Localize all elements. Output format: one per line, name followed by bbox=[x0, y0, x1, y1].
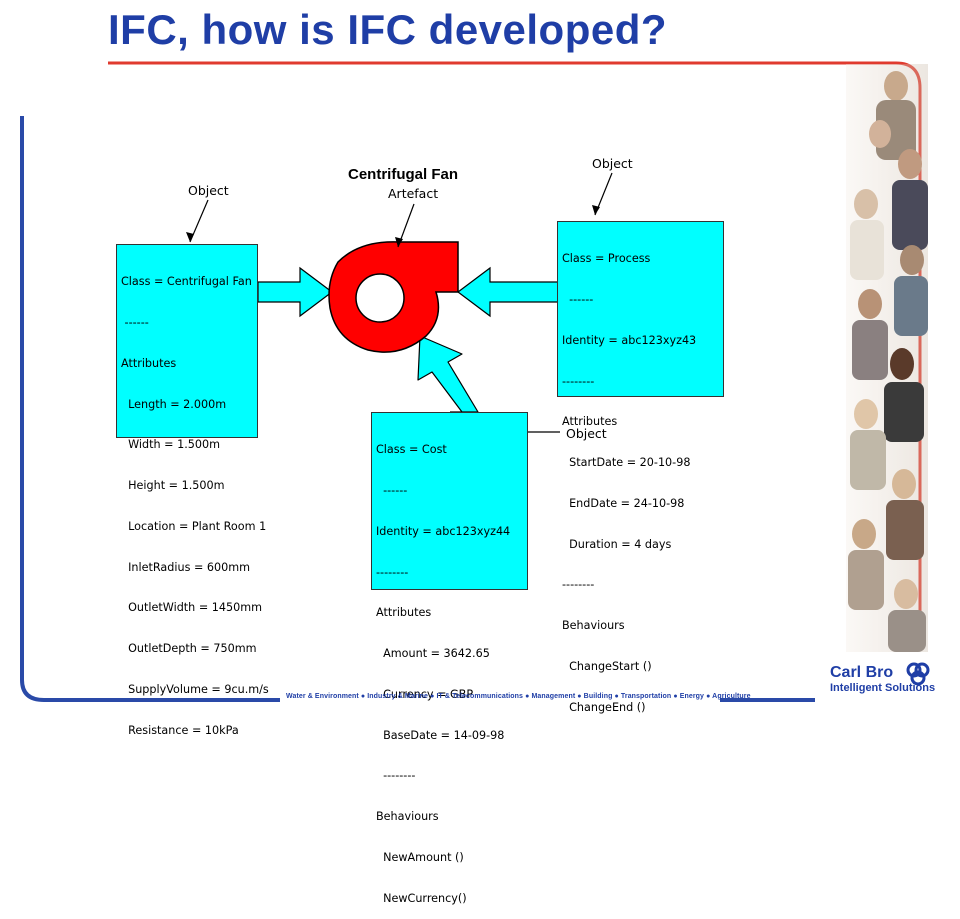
logo-subtitle: Intelligent Solutions bbox=[830, 682, 936, 694]
box-line: EndDate = 24-10-98 bbox=[562, 496, 685, 510]
box-line: InletRadius = 600mm bbox=[121, 560, 251, 574]
object-label-bottom: Object bbox=[566, 426, 607, 441]
box-line: Resistance = 10kPa bbox=[121, 723, 239, 737]
box-line: Identity = abc123xyz43 bbox=[562, 333, 697, 347]
object-label-left: Object bbox=[188, 183, 229, 198]
carl-bro-logo: Carl Bro Intelligent Solutions bbox=[830, 662, 935, 704]
box-line: StartDate = 20-10-98 bbox=[562, 456, 691, 470]
class-box-centrifugal-fan: Class = Centrifugal Fan ------ Attribute… bbox=[116, 244, 269, 737]
pointer-right-object-head bbox=[592, 205, 600, 215]
logo-name: Carl Bro bbox=[830, 664, 894, 681]
box-line: -------- bbox=[376, 565, 409, 579]
people-photo-illustration bbox=[846, 64, 928, 652]
logo-mark-icon bbox=[906, 662, 930, 686]
class-box-process: Class = Process ------ Identity = abc123… bbox=[557, 221, 724, 714]
box-line: ------ bbox=[376, 483, 408, 497]
pointer-left-object-head bbox=[186, 232, 194, 242]
box-line: ChangeStart () bbox=[562, 660, 652, 673]
pointer-artefact-head bbox=[395, 237, 403, 247]
box-line: Currency = GBP bbox=[376, 687, 474, 701]
box-line: -------- bbox=[562, 578, 595, 592]
box-line: ------ bbox=[562, 292, 594, 306]
box-line: OutletDepth = 750mm bbox=[121, 642, 257, 656]
box-line: Height = 1.500m bbox=[121, 479, 225, 493]
object-label-right: Object bbox=[592, 156, 633, 171]
box-line: ------ bbox=[121, 315, 149, 329]
box-line: -------- bbox=[562, 374, 595, 388]
fan-subtitle: Artefact bbox=[388, 186, 439, 201]
box-line: Attributes bbox=[562, 415, 618, 429]
footer-tagline: Water & Environment ● Industry & Marine … bbox=[286, 693, 751, 700]
box-line: OutletWidth = 1450mm bbox=[121, 601, 263, 615]
box-line: BaseDate = 14-09-98 bbox=[376, 728, 505, 742]
box-line: Attributes bbox=[121, 356, 177, 370]
class-box-cost: Class = Cost ------ Identity = abc123xyz… bbox=[371, 412, 528, 905]
arrow-right-to-fan bbox=[457, 266, 559, 318]
box-line: SupplyVolume = 9cu.m/s bbox=[121, 683, 269, 696]
box-line: Length = 2.000m bbox=[121, 397, 227, 411]
box-line: Location = Plant Room 1 bbox=[121, 519, 267, 533]
box-line: Width = 1.500m bbox=[121, 438, 221, 452]
fan-inlet-circle bbox=[355, 273, 405, 323]
fan-title: Centrifugal Fan bbox=[348, 166, 459, 183]
box-line: Class = Cost bbox=[376, 443, 447, 457]
box-line: Identity = abc123xyz44 bbox=[376, 524, 511, 538]
box-line: Behaviours bbox=[562, 619, 625, 633]
box-line: Class = Process bbox=[562, 252, 651, 266]
arrow-left-to-fan bbox=[257, 266, 333, 318]
page-title: IFC, how is IFC developed? bbox=[108, 6, 668, 53]
box-line: NewCurrency() bbox=[376, 891, 467, 905]
arrow-bottom-to-fan bbox=[417, 335, 479, 413]
box-line: ChangeEnd () bbox=[562, 700, 646, 714]
box-line: NewAmount () bbox=[376, 851, 464, 864]
box-line: Duration = 4 days bbox=[562, 537, 672, 551]
box-line: -------- bbox=[376, 769, 416, 783]
frame-left-bottom-blue-line bbox=[20, 116, 280, 702]
box-line: Class = Centrifugal Fan bbox=[121, 275, 252, 289]
box-line: Behaviours bbox=[376, 810, 439, 824]
box-line: Attributes bbox=[376, 606, 432, 620]
box-line: Amount = 3642.65 bbox=[376, 647, 490, 661]
people-photo-strip bbox=[836, 64, 928, 652]
slide-frame bbox=[20, 61, 922, 702]
